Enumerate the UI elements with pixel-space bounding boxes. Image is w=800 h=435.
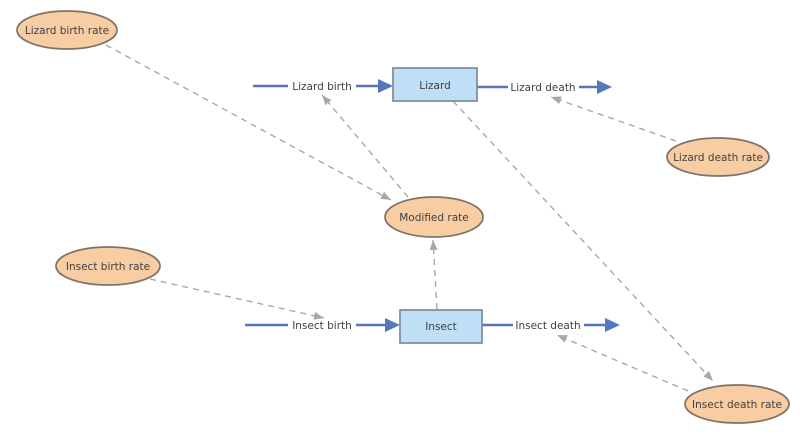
flow-lizard-death-arrowhead-icon — [597, 80, 612, 94]
variable-modified-rate-label: Modified rate — [399, 212, 468, 224]
links-layer — [105, 44, 714, 392]
flow-insect-birth-label[interactable]: Insect birth — [292, 320, 352, 332]
variable-lizard-death-rate[interactable]: Lizard death rate — [666, 137, 770, 177]
stock-insect-box[interactable] — [399, 309, 483, 344]
stock-lizard-label: Lizard — [419, 80, 451, 92]
flow-insect-death[interactable]: Insect death — [482, 318, 620, 332]
flow-insect-birth[interactable]: Insect birth — [245, 318, 400, 332]
flow-lizard-birth[interactable]: Lizard birth — [253, 79, 393, 93]
link-insect-death-rate-to-insect-death — [556, 334, 689, 392]
variable-insect-death-rate-label: Insect death rate — [692, 399, 782, 411]
flow-insect-death-arrowhead-icon — [605, 318, 620, 332]
stock-insect-label: Insect — [425, 321, 457, 333]
stock-insect[interactable]: Insect — [399, 309, 483, 344]
variable-lizard-death-rate-label: Lizard death rate — [673, 152, 763, 164]
variable-insect-death-rate[interactable]: Insect death rate — [684, 384, 790, 424]
flow-insect-birth-arrowhead-icon — [385, 318, 400, 332]
variable-modified-rate-ellipse[interactable] — [384, 196, 484, 238]
link-modified-rate-to-lizard-birth — [321, 94, 409, 198]
stock-lizard-box[interactable] — [392, 67, 478, 102]
link-lizard-death-rate-to-lizard-death — [550, 96, 677, 142]
variable-lizard-birth-rate[interactable]: Lizard birth rate — [16, 10, 118, 50]
stock-lizard[interactable]: Lizard — [392, 67, 478, 102]
link-insect-to-modified-rate — [429, 239, 438, 310]
flow-insect-death-label[interactable]: Insect death — [515, 320, 580, 332]
flow-lizard-birth-label[interactable]: Lizard birth — [292, 81, 352, 93]
flow-lizard-death-label[interactable]: Lizard death — [510, 82, 575, 94]
variable-lizard-birth-rate-ellipse[interactable] — [16, 10, 118, 50]
variable-lizard-death-rate-ellipse[interactable] — [666, 137, 770, 177]
variable-lizard-birth-rate-label: Lizard birth rate — [25, 25, 109, 37]
flow-lizard-death[interactable]: Lizard death — [477, 80, 612, 94]
link-insect-birth-rate-to-insect-birth — [149, 278, 325, 320]
variable-insect-birth-rate-label: Insect birth rate — [66, 261, 150, 273]
variable-insect-birth-rate-ellipse[interactable] — [55, 246, 161, 286]
link-lizard-birth-rate-to-modified-rate — [105, 44, 392, 201]
variable-insect-birth-rate[interactable]: Insect birth rate — [55, 246, 161, 286]
link-lizard-to-insect-death-rate — [452, 100, 714, 382]
flow-lizard-birth-arrowhead-icon — [378, 79, 393, 93]
variable-modified-rate[interactable]: Modified rate — [384, 196, 484, 238]
variable-insect-death-rate-ellipse[interactable] — [684, 384, 790, 424]
